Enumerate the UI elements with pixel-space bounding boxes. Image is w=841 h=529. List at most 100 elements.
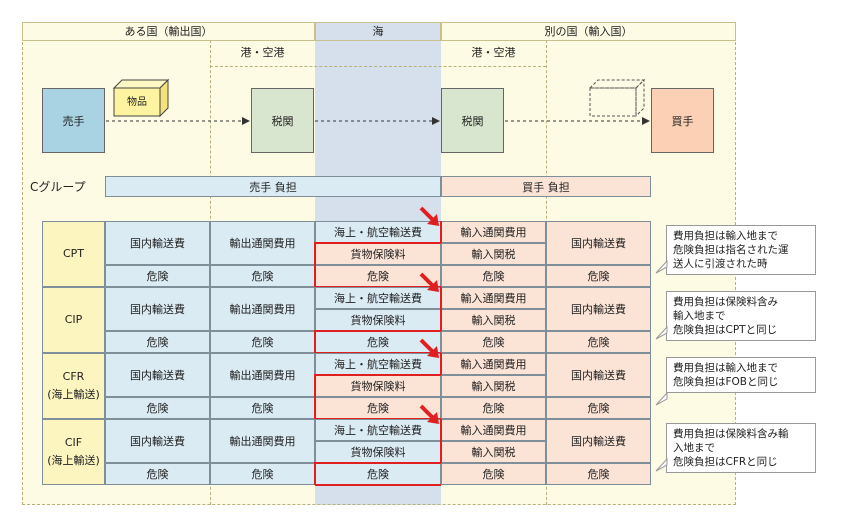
import-duty-cell: 輸入関税	[441, 309, 546, 331]
port-row-line	[210, 66, 546, 67]
export-country-header: ある国（輸出国）	[22, 22, 315, 41]
import-clearance-cell: 輸入通関費用	[441, 287, 546, 309]
risk-cell: 危険	[315, 463, 441, 485]
risk-cell: 危険	[210, 397, 315, 419]
risk-cell: 危険	[105, 331, 210, 353]
risk-cell: 危険	[105, 397, 210, 419]
cargo-insurance-cell: 貨物保険料	[315, 375, 441, 397]
buyer-burden-bar: 買手 負担	[441, 176, 651, 197]
customs-export-box: 税関	[251, 88, 314, 153]
sea-air-freight-cell: 海上・航空輸送費	[315, 287, 441, 309]
sea-air-freight-cell: 海上・航空輸送費	[315, 221, 441, 243]
term-note-cip: 費用負担は保険料含み輸入地まで危険負担はCPTと同じ	[666, 291, 816, 341]
note-line: 危険負担はFOBと同じ	[673, 376, 779, 388]
port-import-label: 港・空港	[471, 46, 516, 59]
export-clearance-cell: 輸出通関費用	[210, 353, 315, 397]
note-line: 送人に引渡された時	[673, 258, 768, 270]
domestic-transport-cell: 国内輸送費	[105, 287, 210, 331]
risk-cell: 危険	[315, 265, 441, 287]
import-duty-cell: 輸入関税	[441, 375, 546, 397]
risk-cell: 危険	[546, 331, 651, 353]
cost-split-line	[440, 419, 442, 463]
term-note-cfr: 費用負担は輸入地まで危険負担はFOBと同じ	[666, 357, 816, 393]
buyer-box: 買手	[651, 88, 714, 153]
import-clearance-cell: 輸入通関費用	[441, 419, 546, 441]
cost-split-line	[440, 353, 442, 375]
risk-cell: 危険	[315, 397, 441, 419]
export-clearance-cell: 輸出通関費用	[210, 419, 315, 463]
cargo-insurance-cell: 貨物保険料	[315, 441, 441, 463]
term-note-cif: 費用負担は保険料含み輸入地まで危険負担はCFRと同じ	[666, 423, 816, 473]
risk-cell: 危険	[546, 265, 651, 287]
risk-cell: 危険	[315, 331, 441, 353]
sea-air-freight-cell: 海上・航空輸送費	[315, 419, 441, 441]
domestic-transport-cell: 国内輸送費	[546, 419, 651, 463]
term-label-cfr: CFR (海上輸送)	[42, 353, 105, 419]
note-line: 費用負担は保険料含み輸	[673, 428, 789, 440]
block-bottom-line	[315, 484, 441, 486]
cargo-insurance-cell: 貨物保険料	[315, 309, 441, 331]
risk-cell: 危険	[210, 463, 315, 485]
risk-cell: 危険	[546, 397, 651, 419]
domestic-transport-cell: 国内輸送費	[105, 419, 210, 463]
risk-split-line	[314, 242, 316, 287]
note-line: 危険負担はCFRと同じ	[673, 456, 778, 468]
import-country-header: 別の国（輸入国）	[441, 22, 736, 41]
risk-split-line	[315, 462, 441, 464]
customs-import-box: 税関	[441, 88, 504, 153]
note-line: 費用負担は輸入地まで	[673, 230, 778, 242]
cargo-insurance-cell: 貨物保険料	[315, 243, 441, 265]
risk-cell: 危険	[441, 331, 546, 353]
risk-cell: 危険	[210, 265, 315, 287]
term-label-cif: CIF (海上輸送)	[42, 419, 105, 485]
goods-label: 物品	[127, 97, 147, 108]
note-line: 費用負担は保険料含み	[673, 296, 778, 308]
sea-header: 海	[315, 22, 441, 41]
import-clearance-cell: 輸入通関費用	[441, 353, 546, 375]
cost-split-line	[315, 374, 441, 376]
risk-cell: 危険	[105, 463, 210, 485]
domestic-transport-cell: 国内輸送費	[546, 221, 651, 265]
seller-box: 売手	[42, 88, 105, 153]
risk-split-line	[315, 330, 441, 332]
domestic-transport-cell: 国内輸送費	[546, 287, 651, 331]
import-duty-cell: 輸入関税	[441, 441, 546, 463]
risk-split-line	[314, 374, 316, 419]
port-export-label: 港・空港	[240, 46, 285, 59]
term-note-cpt: 費用負担は輸入地まで危険負担は指名された運送人に引渡された時	[666, 225, 816, 275]
risk-cell: 危険	[105, 265, 210, 287]
term-name: CIP	[64, 313, 83, 326]
note-line: 危険負担は指名された運	[673, 244, 789, 256]
empty-cube-icon	[588, 78, 646, 118]
risk-cell: 危険	[441, 397, 546, 419]
cost-split-line	[440, 221, 442, 243]
note-line: 入地まで	[673, 442, 715, 454]
import-clearance-cell: 輸入通関費用	[441, 221, 546, 243]
cost-split-line	[315, 242, 441, 244]
domestic-transport-cell: 国内輸送費	[105, 353, 210, 397]
sea-air-freight-cell: 海上・航空輸送費	[315, 353, 441, 375]
domestic-transport-cell: 国内輸送費	[546, 353, 651, 397]
term-label-cpt: CPT	[42, 221, 105, 287]
risk-cell: 危険	[546, 463, 651, 485]
note-line: 輸入地まで	[673, 310, 726, 322]
note-line: 費用負担は輸入地まで	[673, 362, 778, 374]
risk-split-line	[314, 462, 316, 485]
domestic-transport-cell: 国内輸送費	[105, 221, 210, 265]
term-subtitle: (海上輸送)	[47, 454, 100, 467]
goods-cube-icon	[112, 78, 170, 118]
term-name: CPT	[62, 247, 85, 260]
seller-burden-bar: 売手 負担	[105, 176, 441, 197]
risk-cell: 危険	[441, 265, 546, 287]
cost-split-line	[440, 287, 442, 331]
group-label: Cグループ	[30, 180, 86, 194]
export-clearance-cell: 輸出通関費用	[210, 221, 315, 265]
note-line: 危険負担はCPTと同じ	[673, 324, 778, 336]
term-label-cip: CIP	[42, 287, 105, 353]
import-duty-cell: 輸入関税	[441, 243, 546, 265]
export-clearance-cell: 輸出通関費用	[210, 287, 315, 331]
term-name: CFR	[62, 370, 85, 383]
term-subtitle: (海上輸送)	[47, 388, 100, 401]
term-name: CIF	[64, 436, 83, 449]
